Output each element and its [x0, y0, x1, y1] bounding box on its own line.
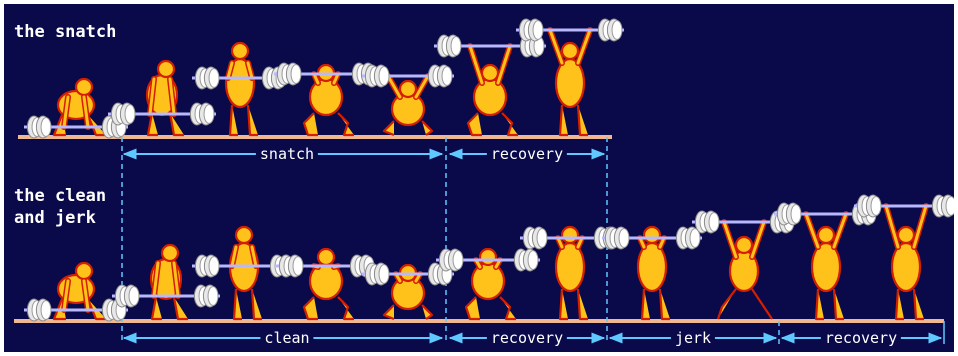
barbell	[854, 194, 954, 218]
lifter-figure	[516, 18, 624, 137]
lifter-figure	[112, 243, 220, 321]
lifter-figure	[274, 62, 378, 137]
lifter-figure	[774, 202, 878, 321]
barbell	[436, 248, 540, 272]
phase-label-snatch-recovery: recovery	[486, 145, 568, 163]
barbell	[602, 226, 702, 250]
barbell	[108, 102, 216, 126]
lifter-figure	[276, 247, 376, 321]
lifter-figure	[854, 194, 954, 321]
lifter-figure	[520, 225, 620, 321]
lifter-figure	[692, 210, 796, 320]
phase-label-jerk-recovery: recovery	[820, 329, 902, 347]
lift-diagram-art	[14, 18, 954, 344]
barbell	[24, 298, 128, 322]
clean-jerk-title-line2: and jerk	[14, 208, 96, 228]
barbell	[516, 18, 624, 42]
phase-label-clean-recovery: recovery	[486, 329, 568, 347]
weightlifting-diagram: the snatch the clean and jerk snatch rec…	[4, 4, 954, 352]
lifter-figure	[108, 59, 216, 137]
lifter-figure	[362, 64, 454, 137]
lifter-figure	[602, 225, 702, 321]
lifter-figure	[362, 262, 454, 321]
barbell	[434, 34, 546, 58]
lifter-figures	[24, 18, 954, 322]
clean-jerk-title-line1: the clean	[14, 186, 107, 206]
barbell	[112, 284, 220, 308]
barbell	[274, 62, 378, 86]
barbell	[362, 64, 454, 88]
snatch-title: the snatch	[14, 22, 117, 42]
lifter-figure	[24, 261, 128, 322]
phase-label-snatch: snatch	[255, 145, 319, 163]
lifter-figure	[434, 34, 546, 137]
lifter-figure	[436, 247, 540, 321]
phase-label-jerk: jerk	[670, 329, 716, 347]
phase-label-clean: clean	[260, 329, 314, 347]
